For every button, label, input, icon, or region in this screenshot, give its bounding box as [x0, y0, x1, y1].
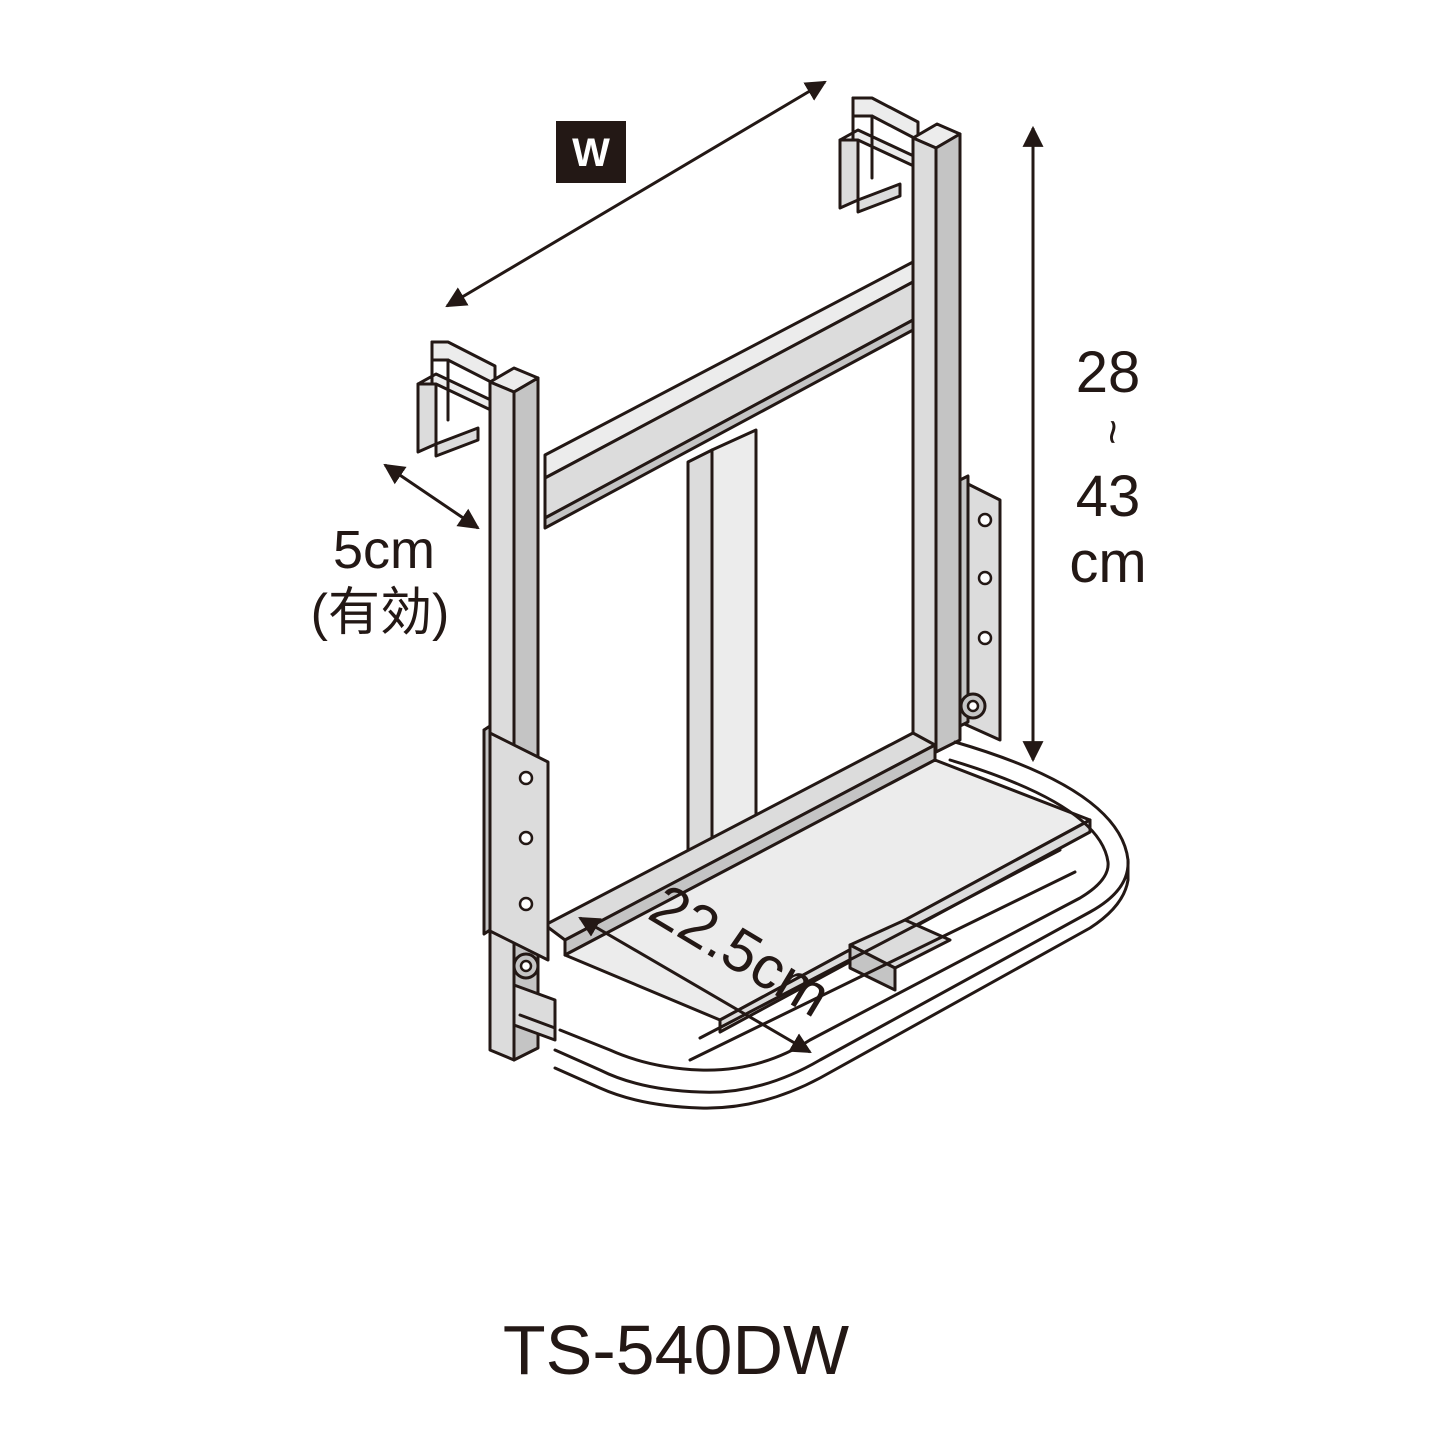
- hook-depth-note: (有効): [311, 584, 450, 642]
- step-depth-arrow: [578, 916, 812, 1054]
- model-name: TS-540DW: [503, 1311, 849, 1389]
- hook-depth-value: 5cm: [333, 520, 435, 580]
- step-rail: [553, 740, 1130, 1110]
- width-dimension-arrow: [445, 80, 827, 308]
- rear-upright: [911, 122, 962, 754]
- height-range-max: 43: [1076, 464, 1141, 529]
- height-unit: cm: [1069, 530, 1146, 595]
- right-bracket: [958, 474, 1002, 742]
- center-post: [686, 428, 758, 882]
- hook-depth-arrow: [383, 463, 480, 530]
- step-underframe: [688, 848, 1077, 1062]
- width-badge-label: W: [572, 131, 610, 175]
- top-crossbar: [543, 260, 915, 530]
- rear-hook: [838, 96, 920, 214]
- width-badge: [556, 121, 626, 183]
- height-range-min: 28: [1076, 340, 1141, 405]
- left-bracket: [482, 724, 557, 1042]
- height-range-tilde: ~: [1088, 419, 1137, 445]
- front-hook: [416, 340, 497, 458]
